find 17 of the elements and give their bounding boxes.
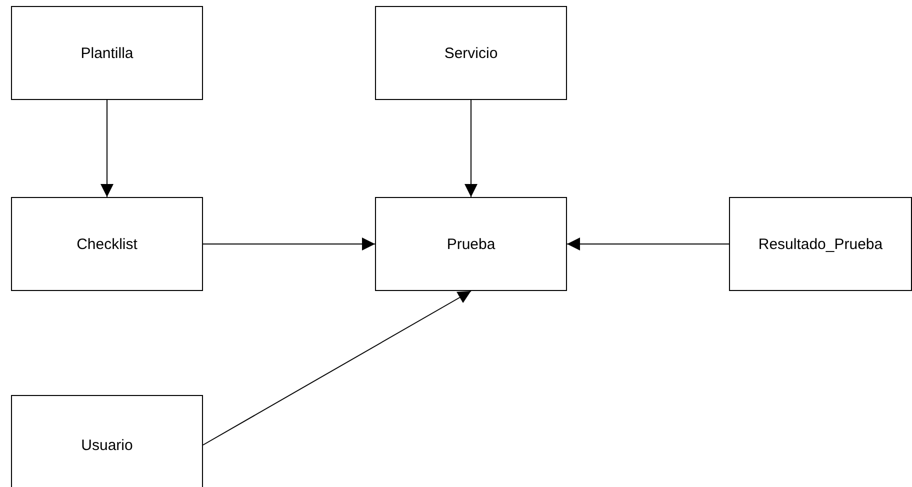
entity-box [375,197,567,291]
entity-box [729,197,912,291]
entity-label: Plantilla [80,44,134,62]
entity-box [11,395,203,487]
entity-box [11,6,203,100]
entity-box [375,6,567,100]
arrow [566,238,730,250]
arrow [202,290,472,446]
entity-label: Checklist [76,236,138,252]
entity-label: Resultado_Prueba [758,236,883,252]
arrow [464,100,478,198]
entity-label: Servicio [444,44,498,62]
entity-box [11,197,203,291]
arrow [100,100,114,198]
arrow [202,238,376,250]
entity-label: Prueba [446,236,496,252]
entity-label: Usuario [81,436,133,454]
